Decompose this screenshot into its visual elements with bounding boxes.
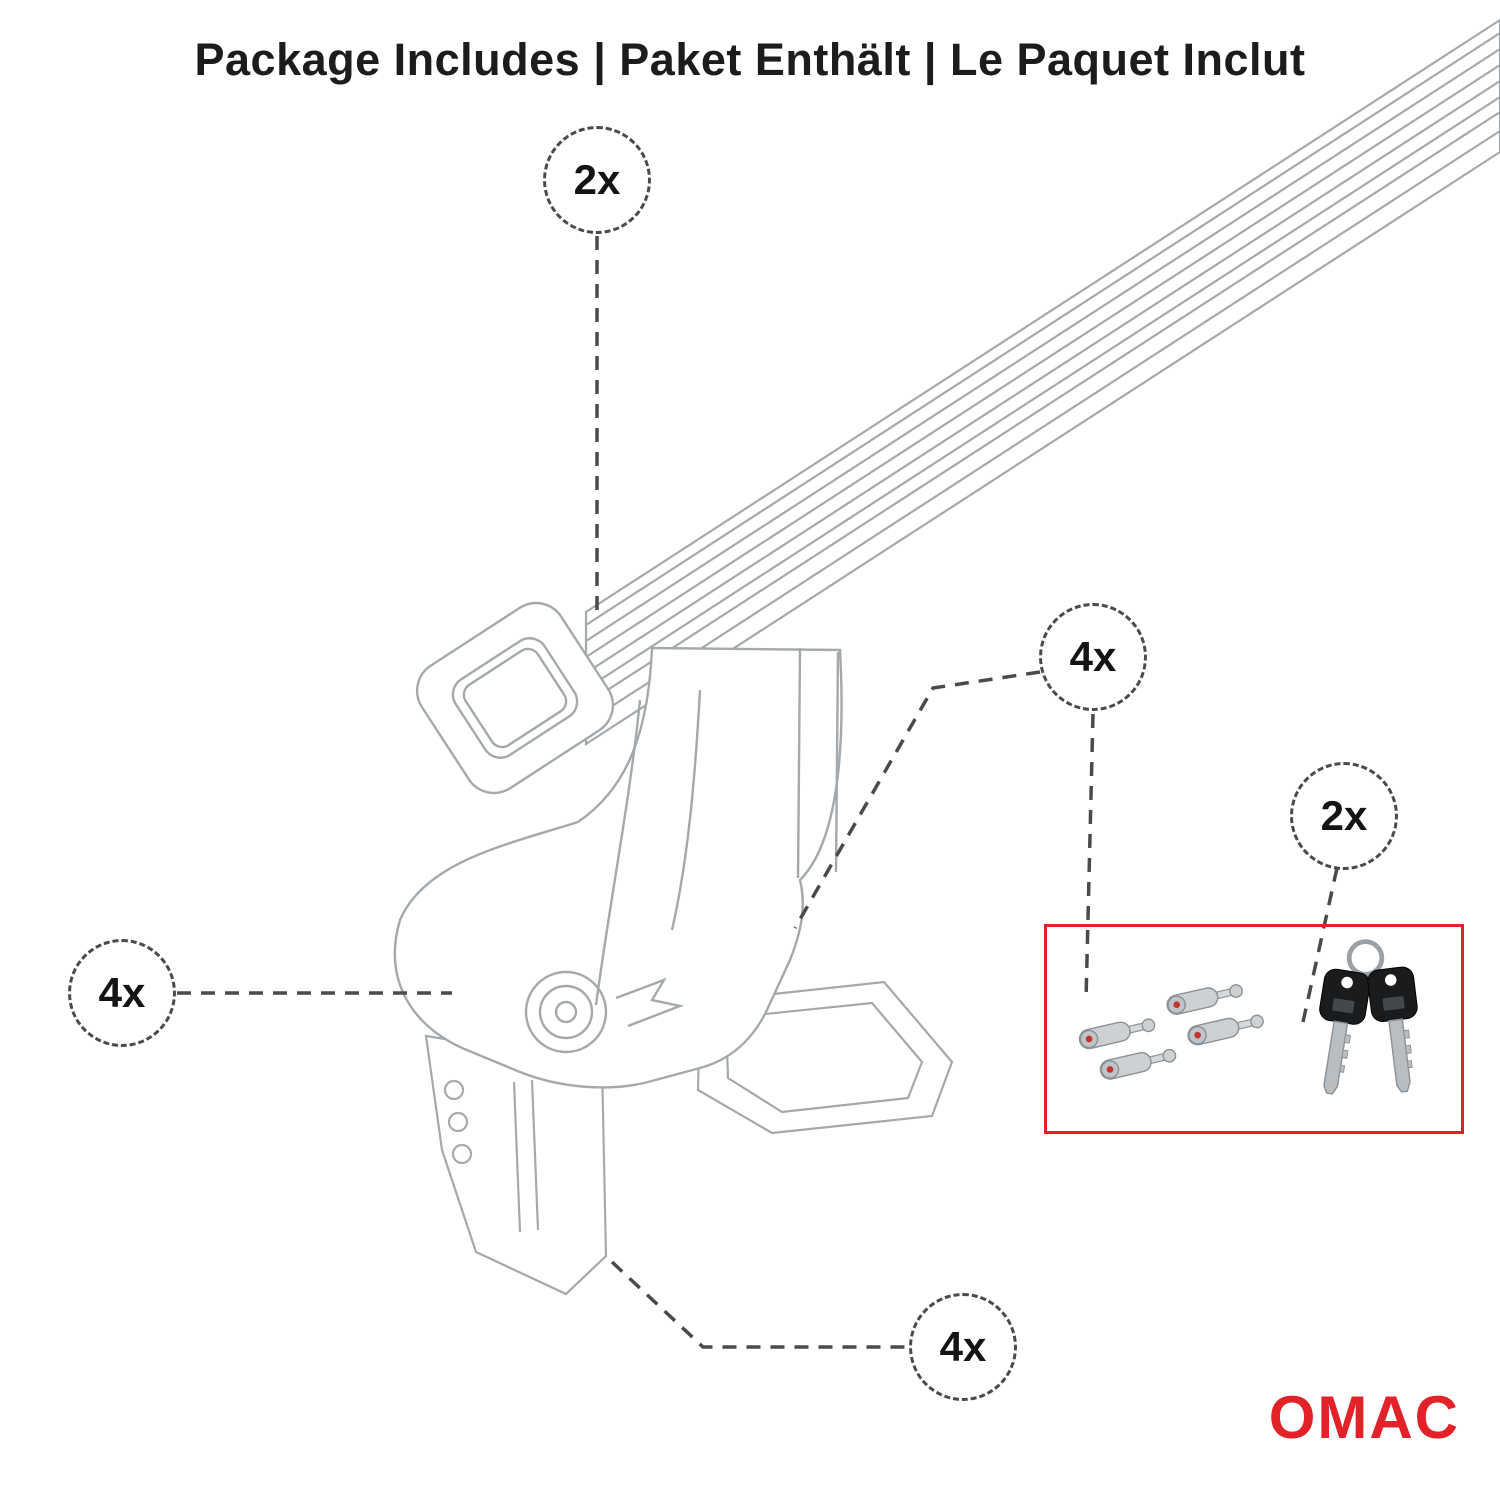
callout-keys-qty: 2x [1290, 762, 1398, 870]
key-ring-icon [1346, 939, 1385, 977]
callout-lock-bolt-label: 4x [1069, 633, 1117, 680]
mounting-foot-drawing [393, 646, 843, 1089]
callout-crossbar-label: 2x [573, 156, 621, 203]
callout-foot-qty: 4x [68, 939, 176, 1047]
callout-keys-label: 2x [1320, 792, 1368, 839]
callout-clamp-qty: 4x [909, 1293, 1017, 1401]
leader-lines [177, 236, 1339, 1349]
callout-lock-bolt-qty: 4x [1039, 603, 1147, 711]
callout-clamp-label: 4x [939, 1323, 987, 1370]
callout-crossbar-qty: 2x [543, 126, 651, 234]
keys-photo [1306, 939, 1429, 1098]
end-cap-drawing [415, 601, 615, 795]
lock-cylinders-photo [1076, 979, 1266, 1082]
hardware-box [1044, 924, 1464, 1134]
brand-logo: OMAC [1268, 1384, 1460, 1451]
page-title: Package Includes | Paket Enthält | Le Pa… [194, 34, 1306, 85]
callout-foot-label: 4x [98, 969, 146, 1016]
